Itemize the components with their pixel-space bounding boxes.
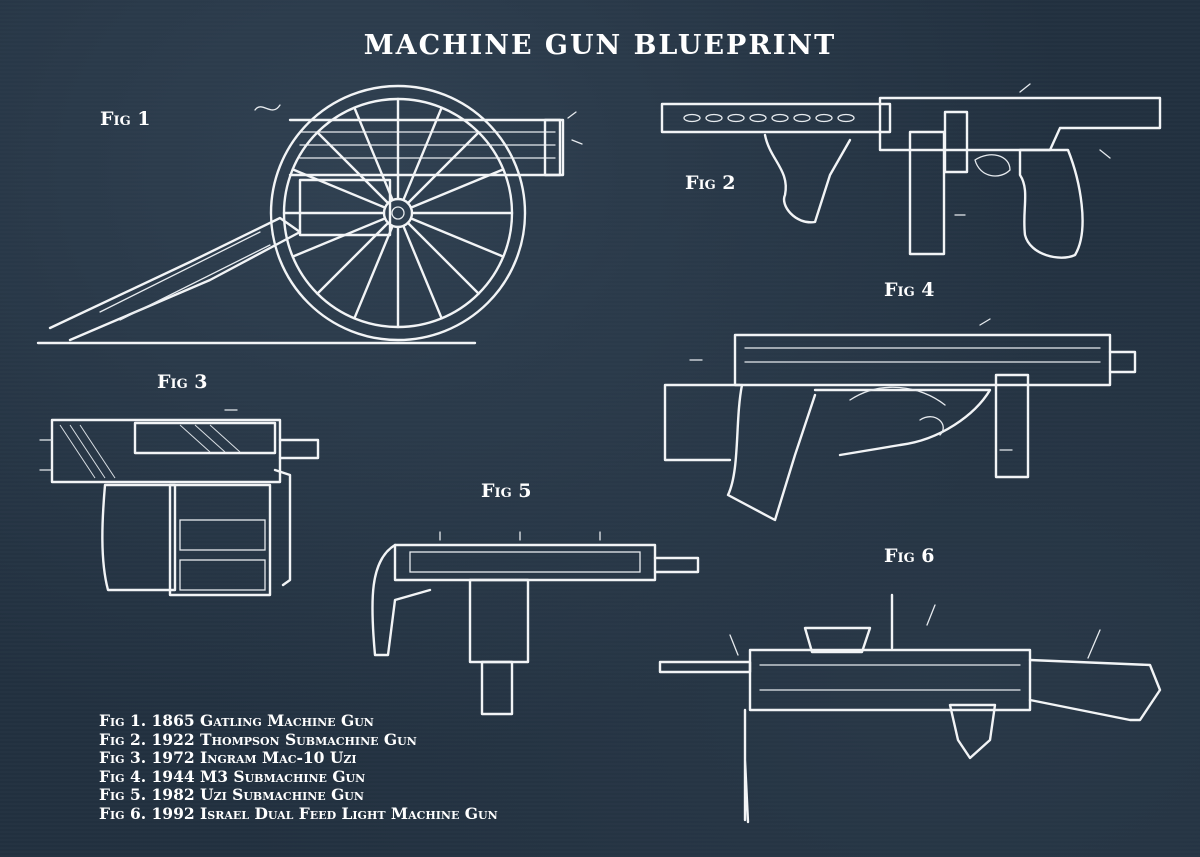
- wheel-spoke: [353, 224, 394, 320]
- thompson-drawing: [660, 83, 1162, 259]
- wheel-spoke: [353, 106, 394, 202]
- legend-item: Fig 3. 1972 Ingram Mac-10 Uzi: [99, 748, 357, 767]
- figure-legend: Fig 1. 1865 Gatling Machine Gun Fig 2. 1…: [99, 711, 498, 823]
- m3-drawing: [663, 318, 1137, 522]
- wheel-spoke: [409, 168, 505, 209]
- lmg-drawing: [658, 593, 1162, 824]
- barrel-vent: [815, 113, 833, 123]
- legend-item: Fig 5. 1982 Uzi Submachine Gun: [99, 785, 364, 804]
- fig-4-label: Fig 4: [884, 279, 935, 301]
- fig-3-label: Fig 3: [157, 371, 208, 393]
- barrel-vent: [749, 113, 767, 123]
- barrel-vent: [727, 113, 745, 123]
- barrel-vent: [683, 113, 701, 123]
- uzi-drawing: [371, 531, 700, 716]
- poster-title: MACHINE GUN BLUEPRINT: [363, 30, 837, 61]
- wheel-spoke: [291, 217, 387, 258]
- fig-5-label: Fig 5: [481, 480, 532, 502]
- legend-item: Fig 6. 1992 Israel Dual Feed Light Machi…: [99, 803, 498, 823]
- barrel-vent: [837, 113, 855, 123]
- fig-1-label: Fig 1: [100, 108, 151, 130]
- fig-2-label: Fig 2: [685, 172, 736, 194]
- mac10-drawing: [39, 409, 320, 597]
- barrel-vent: [793, 113, 811, 123]
- legend-item: Fig 2. 1922 Thompson Submachine Gun: [99, 729, 417, 749]
- fig-6-label: Fig 6: [884, 545, 935, 567]
- wheel-spoke: [316, 131, 390, 205]
- wheel-spoke: [316, 221, 390, 295]
- wheel-spoke: [402, 106, 443, 202]
- barrel-vent: [705, 113, 723, 123]
- legend-item: Fig 1. 1865 Gatling Machine Gun: [99, 711, 374, 730]
- wheel-spoke: [291, 168, 387, 209]
- legend-item: Fig 4. 1944 M3 Submachine Gun: [99, 766, 366, 786]
- barrel-vent: [771, 113, 789, 123]
- wheel-spoke: [406, 131, 480, 205]
- wheel-spoke: [406, 221, 480, 295]
- wheel-spoke: [409, 217, 505, 258]
- wheel-spoke: [402, 224, 443, 320]
- gatling-gun-drawing: [36, 84, 583, 345]
